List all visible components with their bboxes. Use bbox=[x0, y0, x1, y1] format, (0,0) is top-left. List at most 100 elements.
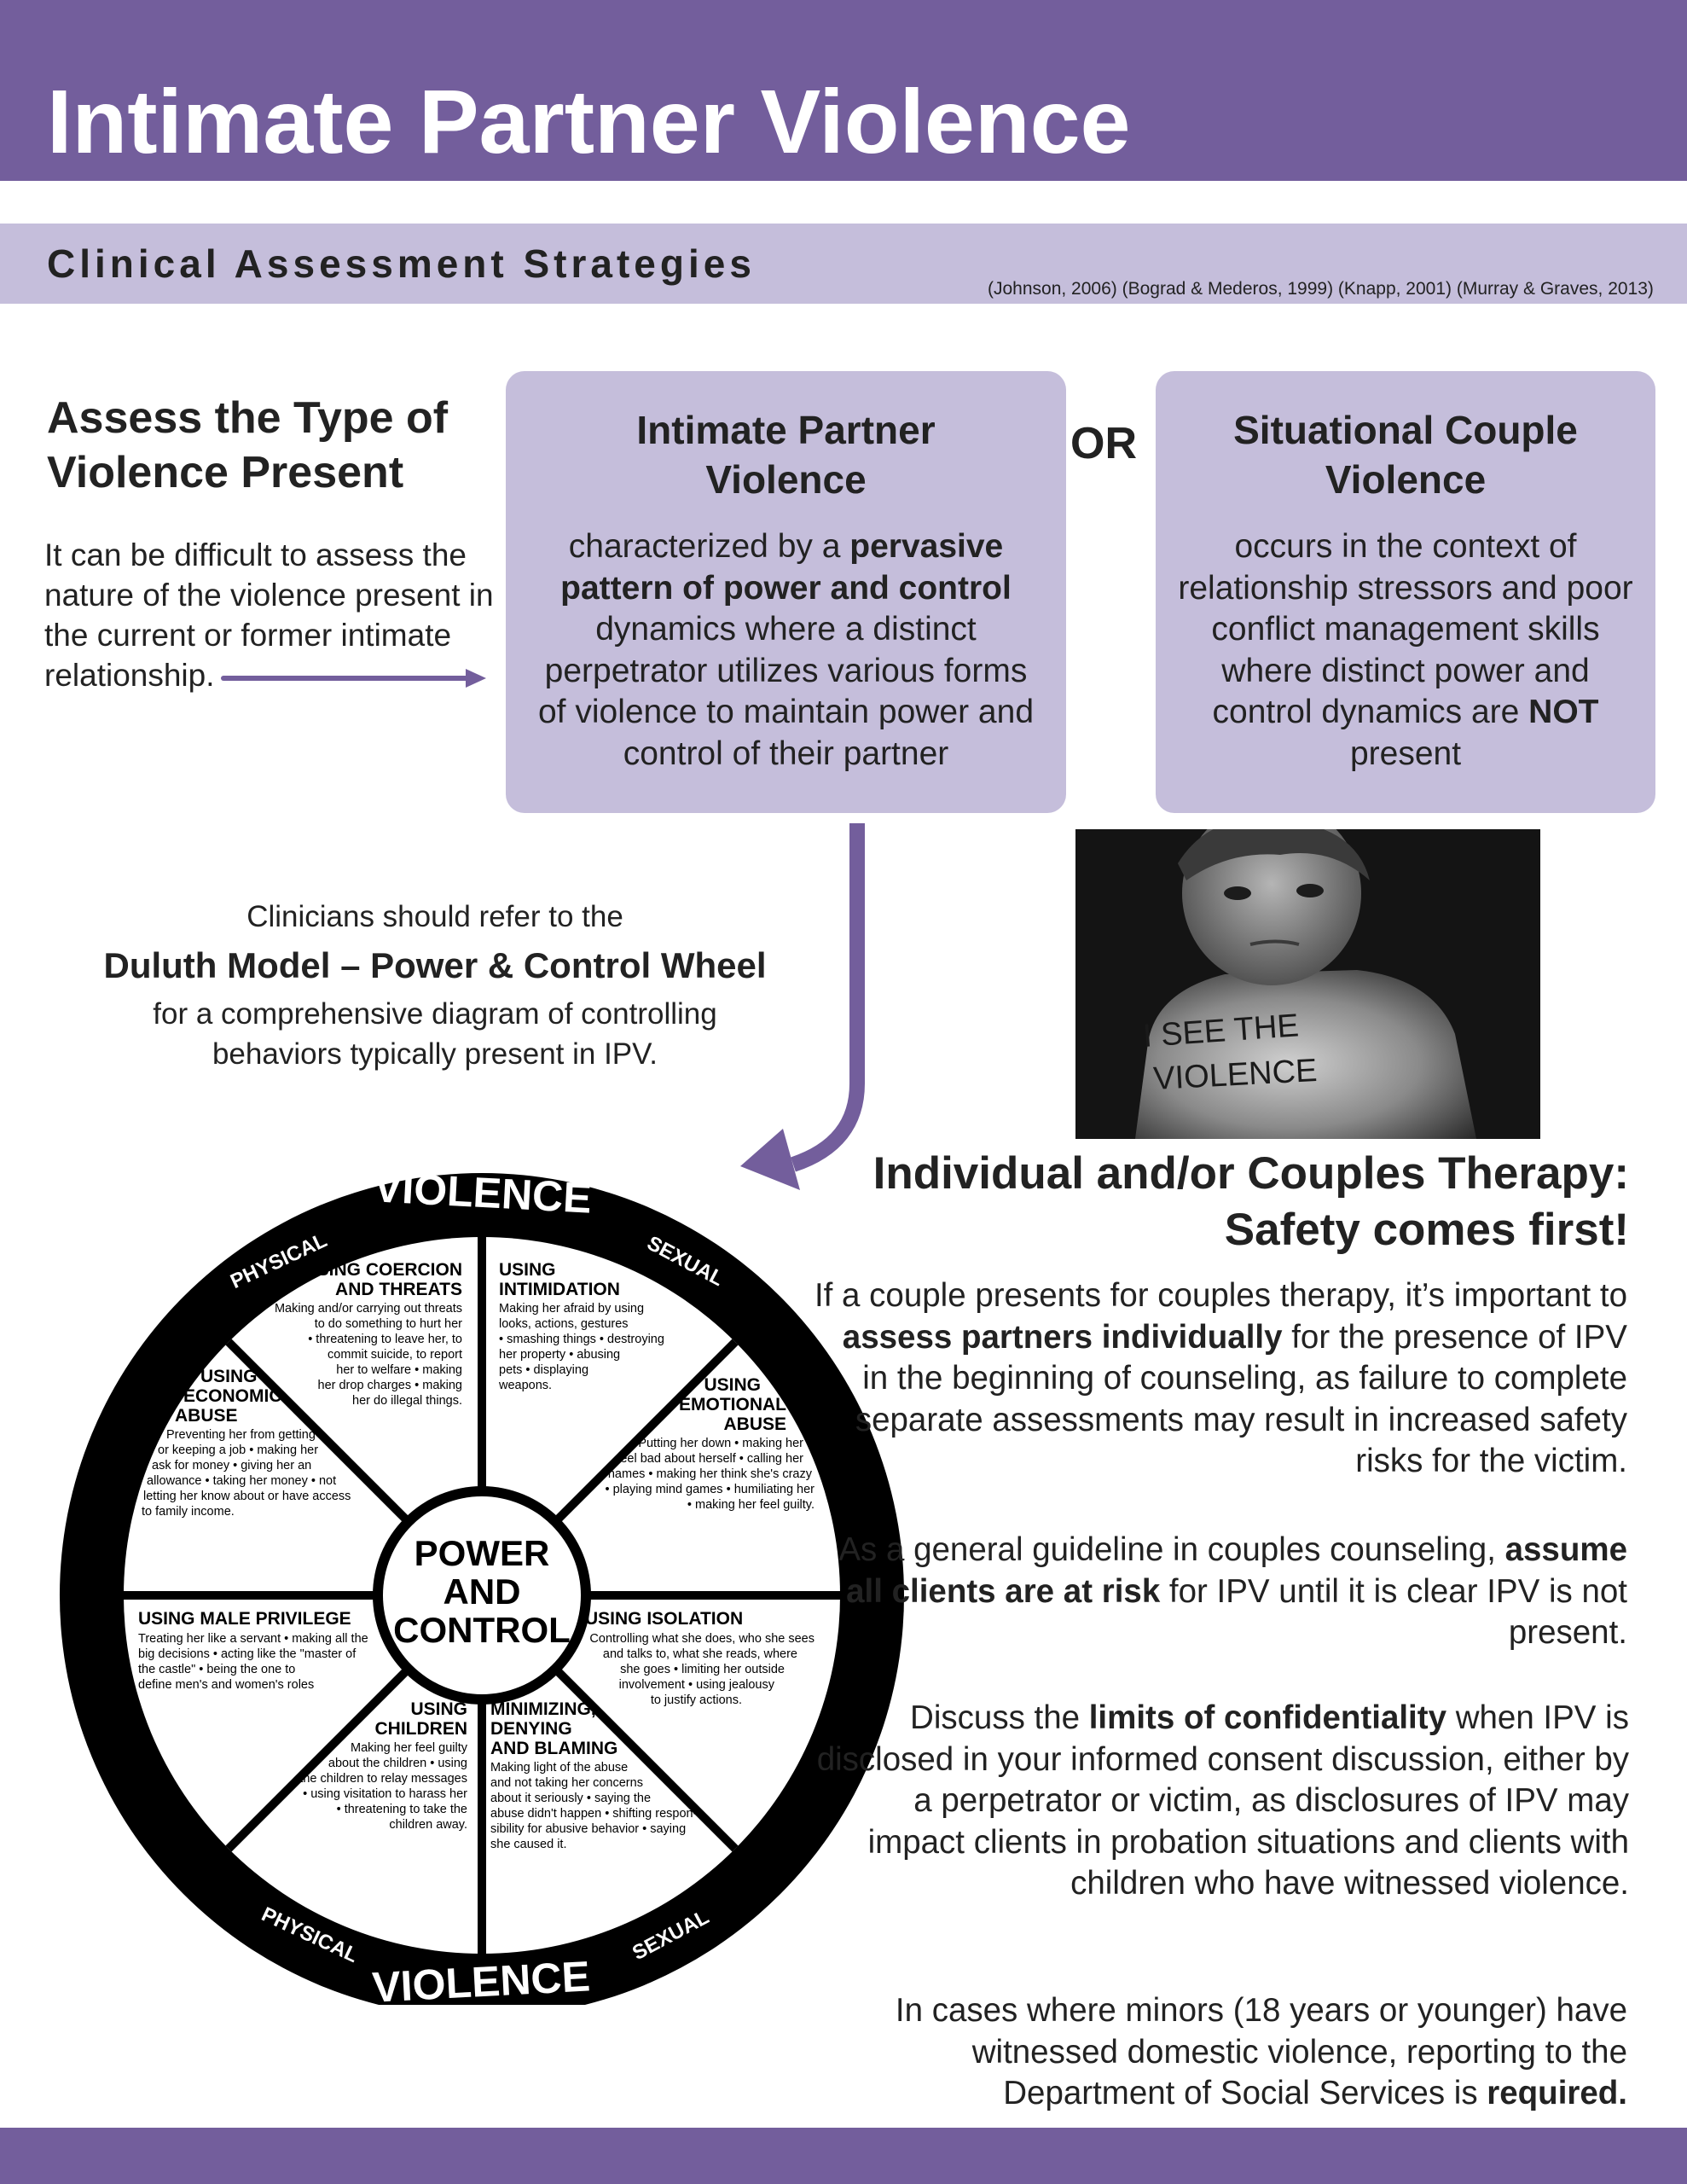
paragraph-text: If a couple presents for couples therapy… bbox=[814, 1277, 1627, 1314]
wheel-segment-line: letting her know about or have access bbox=[143, 1490, 351, 1503]
wheel-intimidation-segment: USING INTIMIDATION Making her afraid by … bbox=[498, 1260, 664, 1392]
wheel-segment-line: Controlling what she does, who she sees bbox=[589, 1632, 815, 1646]
header-bar bbox=[0, 0, 1687, 181]
paragraph-text: for the presence of IPV in the beginning… bbox=[855, 1318, 1627, 1480]
wheel-segment-line: define men's and women's roles bbox=[138, 1678, 314, 1692]
wheel-segment-title: MINIMIZING, bbox=[490, 1699, 596, 1719]
paragraph-text: In cases where minors (18 years or young… bbox=[895, 1992, 1627, 2111]
wheel-segment-line: Making and/or carrying out threats bbox=[275, 1302, 462, 1316]
wheel-segment-line: Preventing her from getting bbox=[166, 1428, 316, 1442]
page-subtitle: Clinical Assessment Strategies bbox=[47, 241, 756, 286]
or-label: OR bbox=[1070, 419, 1137, 468]
assess-body: It can be difficult to assess the nature… bbox=[44, 537, 494, 693]
wheel-segment-line: her drop charges • making bbox=[318, 1379, 463, 1392]
wheel-segment-line: about the children • using bbox=[328, 1757, 467, 1770]
duluth-description: for a comprehensive diagram of controlli… bbox=[153, 997, 717, 1071]
wheel-segment-line: • smashing things • destroying bbox=[499, 1333, 664, 1346]
wheel-segment-line: Making light of the abuse bbox=[490, 1761, 628, 1774]
therapy-heading-line2: Safety comes first! bbox=[1224, 1205, 1629, 1255]
wheel-segment-line: weapons. bbox=[498, 1379, 552, 1392]
page-title: Intimate Partner Violence bbox=[47, 72, 1131, 172]
wheel-segment-title: USING bbox=[499, 1260, 556, 1280]
wheel-center-line1: POWER bbox=[415, 1533, 550, 1573]
duluth-title: Duluth Model – Power & Control Wheel bbox=[103, 945, 767, 985]
wheel-segment-line: • using visitation to harass her bbox=[303, 1787, 467, 1801]
citation-text: (Johnson, 2006) (Bograd & Mederos, 1999)… bbox=[988, 279, 1654, 299]
wheel-segment-line: ask for money • giving her an bbox=[152, 1459, 311, 1472]
wheel-segment-title: ECONOMIC bbox=[183, 1386, 282, 1406]
wheel-segment-line: she caused it. bbox=[490, 1838, 566, 1851]
wheel-segment-line: children away. bbox=[389, 1818, 467, 1832]
wheel-segment-line: allowance • taking her money • not bbox=[147, 1474, 336, 1488]
wheel-segment-title: USING MALE PRIVILEGE bbox=[138, 1609, 351, 1629]
wheel-segment-line: looks, actions, gestures bbox=[499, 1317, 629, 1331]
wheel-segment-title: AND BLAMING bbox=[490, 1739, 617, 1758]
wheel-violence-top: VIOLENCE bbox=[373, 1163, 593, 1222]
assess-heading: Assess the Type of Violence Present bbox=[47, 391, 507, 500]
wheel-segment-title: USING bbox=[704, 1375, 761, 1395]
therapy-heading-line1: Individual and/or Couples Therapy: bbox=[872, 1148, 1629, 1199]
wheel-segment-line: • playing mind games • humiliating her bbox=[606, 1483, 815, 1496]
wheel-segment-line: Treating her like a servant • making all… bbox=[138, 1632, 368, 1646]
wheel-segment-line: • making her feel guilty. bbox=[687, 1498, 815, 1512]
wheel-segment-line: to do something to hurt her bbox=[315, 1317, 462, 1331]
wheel-segment-line: her do illegal things. bbox=[352, 1394, 462, 1408]
ipv-card-emphasis: pervasive pattern of power and control bbox=[560, 528, 1012, 607]
scv-card-emphasis: NOT bbox=[1528, 694, 1599, 730]
ipv-card-title-line2: Violence bbox=[705, 457, 867, 502]
wheel-segment-line: Putting her down • making her bbox=[638, 1437, 803, 1450]
photo-chest-text-line2: VIOLENCE bbox=[1152, 1053, 1318, 1097]
wheel-privilege-segment: USING MALE PRIVILEGE Treating her like a… bbox=[138, 1609, 368, 1692]
wheel-segment-title: USING bbox=[200, 1367, 258, 1386]
wheel-segment-line: Making her afraid by using bbox=[499, 1302, 644, 1316]
ipv-card-title: Intimate Partner Violence bbox=[506, 405, 1066, 504]
child-photo: I SEE THE VIOLENCE bbox=[1075, 829, 1540, 1139]
wheel-segment-title: EMOTIONAL bbox=[679, 1395, 786, 1414]
therapy-heading: Individual and/or Couples Therapy: Safet… bbox=[836, 1146, 1629, 1258]
wheel-segment-line: her to welfare • making bbox=[336, 1363, 462, 1377]
wheel-segment-line: • threatening to leave her, to bbox=[308, 1333, 462, 1346]
wheel-segment-title: INTIMIDATION bbox=[499, 1280, 620, 1299]
ipv-card-text-end: dynamics where a distinct perpetrator ut… bbox=[537, 611, 1035, 772]
paragraph-emphasis: assess partners individually bbox=[842, 1318, 1283, 1356]
wheel-center-line3: CONTROL bbox=[393, 1610, 571, 1650]
wheel-segment-line: or keeping a job • making her bbox=[158, 1443, 318, 1457]
scv-card-title-line1: Situational Couple bbox=[1233, 408, 1578, 452]
wheel-segment-line: the children to relay messages bbox=[299, 1772, 467, 1786]
scv-card: Situational Couple Violence occurs in th… bbox=[1156, 371, 1655, 813]
wheel-segment-line: abuse didn't happen • shifting respon- bbox=[490, 1807, 698, 1821]
scv-card-title: Situational Couple Violence bbox=[1156, 405, 1655, 504]
wheel-segment-line: the castle" • being the one to bbox=[138, 1663, 295, 1676]
wheel-segment-line: and talks to, what she reads, where bbox=[603, 1647, 797, 1661]
arrow-right-icon bbox=[221, 669, 486, 688]
wheel-segment-line: and not taking her concerns bbox=[490, 1776, 643, 1790]
paragraph-emphasis: required. bbox=[1487, 2075, 1627, 2111]
power-control-wheel: POWER AND CONTROL VIOLENCE VIOLENCE PHYS… bbox=[60, 1163, 904, 2005]
subheader-bar bbox=[0, 224, 1687, 304]
wheel-segment-title: DENYING bbox=[490, 1719, 572, 1739]
wheel-segment-title: USING bbox=[410, 1699, 467, 1719]
duluth-intro: Clinicians should refer to the bbox=[246, 900, 623, 933]
wheel-segment-line: Making her feel guilty bbox=[351, 1741, 468, 1755]
curved-arrow-icon bbox=[740, 823, 865, 1190]
wheel-children-segment: USING CHILDREN Making her feel guilty ab… bbox=[299, 1699, 467, 1832]
wheel-segment-title: USING ISOLATION bbox=[585, 1609, 743, 1629]
wheel-segment-line: she goes • limiting her outside bbox=[620, 1663, 785, 1676]
wheel-segment-line: involvement • using jealousy bbox=[619, 1678, 775, 1692]
wheel-segment-line: to family income. bbox=[142, 1505, 235, 1519]
therapy-paragraph-4: In cases where minors (18 years or young… bbox=[809, 1990, 1627, 2115]
scv-card-text: occurs in the context of relationship st… bbox=[1178, 528, 1633, 730]
wheel-economic-segment: USING ECONOMIC ABUSE Preventing her from… bbox=[142, 1367, 351, 1519]
footer-bar bbox=[0, 2128, 1687, 2184]
wheel-center-line2: AND bbox=[443, 1571, 521, 1612]
therapy-paragraph-2: As a general guideline in couples counse… bbox=[809, 1530, 1627, 1654]
wheel-segment-title: AND THREATS bbox=[335, 1280, 462, 1299]
wheel-coercion-segment: USING COERCION AND THREATS Making and/or… bbox=[275, 1260, 462, 1408]
ipv-card-body: characterized by a pervasive pattern of … bbox=[528, 526, 1044, 775]
therapy-paragraph-3: Discuss the limits of confidentiality wh… bbox=[810, 1698, 1629, 1905]
wheel-minimizing-segment: MINIMIZING, DENYING AND BLAMING Making l… bbox=[490, 1699, 698, 1851]
wheel-segment-line: commit suicide, to report bbox=[328, 1348, 462, 1362]
assess-heading-line2: Violence Present bbox=[47, 448, 404, 497]
ipv-card-title-line1: Intimate Partner bbox=[636, 408, 936, 452]
wheel-violence-bottom: VIOLENCE bbox=[371, 1952, 591, 2005]
